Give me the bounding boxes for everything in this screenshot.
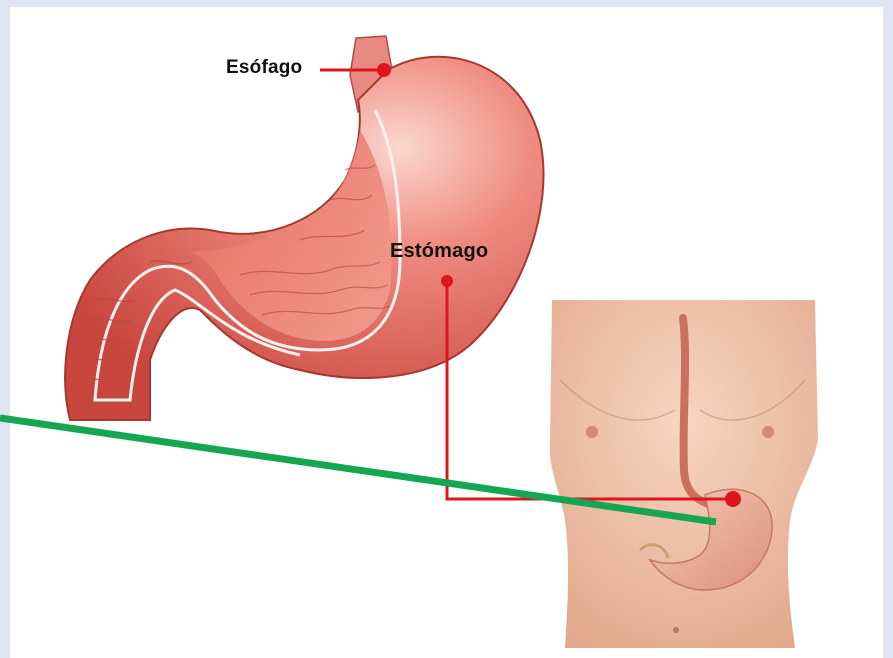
stomach-label: Estómago xyxy=(390,240,488,263)
nipple-right xyxy=(762,426,774,438)
stomach-pointer-target-dot xyxy=(725,491,741,507)
nipple-left xyxy=(586,426,598,438)
esophagus-pointer-dot xyxy=(377,63,391,77)
navel xyxy=(673,627,679,633)
stomach-illustration xyxy=(65,36,543,420)
esophagus-label: Esófago xyxy=(226,57,302,79)
torso-illustration xyxy=(550,300,818,648)
